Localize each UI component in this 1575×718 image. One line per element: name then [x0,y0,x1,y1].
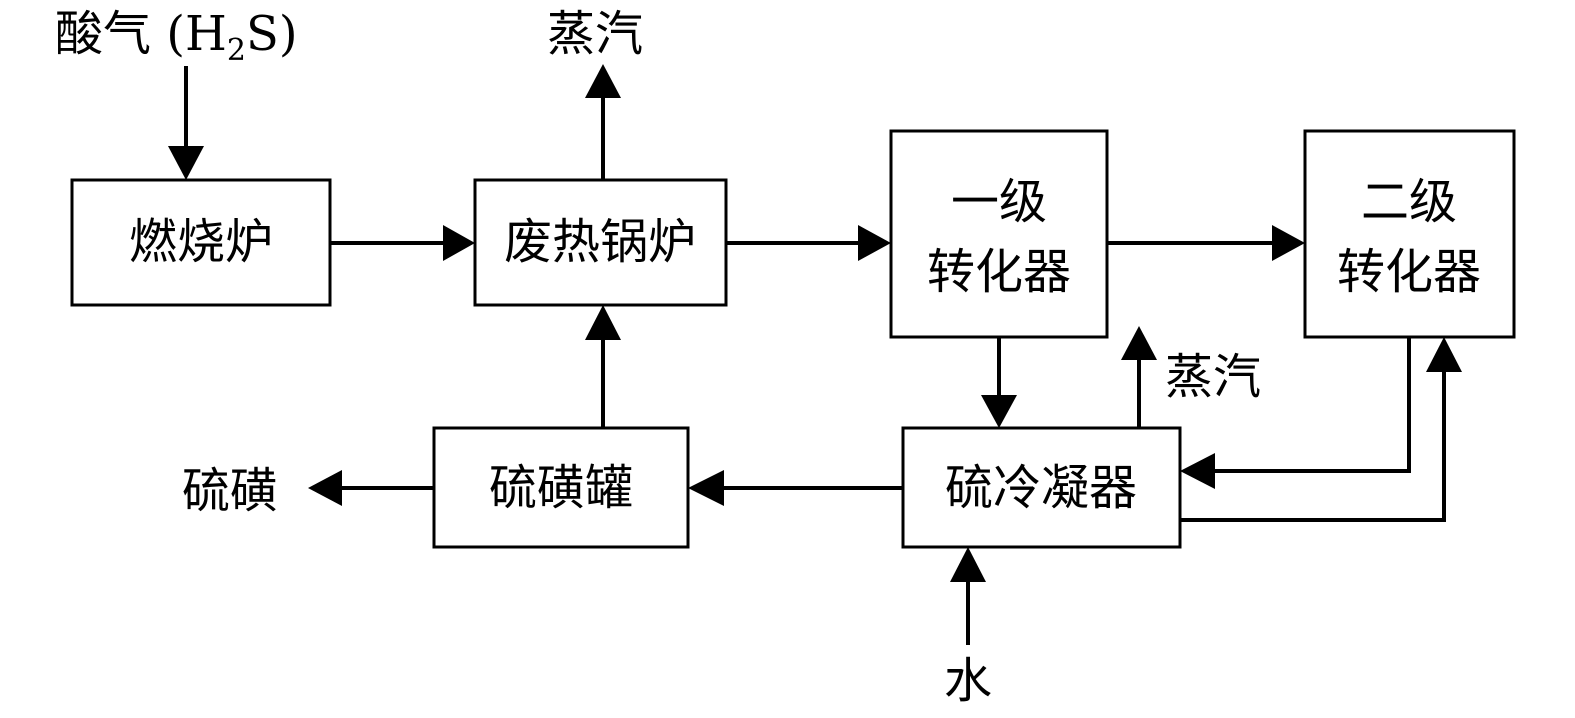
condenser-to-sulfur-tank-arrow [688,470,903,506]
waste-heat-boiler-box [473,178,728,307]
converter-1-box [889,129,1109,339]
waste-heat-boiler-label: 废热锅炉 [504,214,696,270]
furnace-box [70,178,332,307]
converter-2-to-condenser-arrow [1180,337,1411,489]
condenser-to-converter-2-arrow [1180,337,1462,522]
sulfur-tank-label: 硫磺罐 [489,460,633,516]
converter-2-label-line2: 转化器 [1337,244,1481,300]
converter-1-to-condenser-arrow [981,337,1017,428]
boiler-to-converter-1-arrow [726,225,891,261]
converter-1-label-line2: 转化器 [927,244,1071,300]
condenser-to-steam-arrow [1121,326,1157,428]
sulfur-tank-to-sulfur-arrow [308,470,434,506]
sulfur-condenser-unit: 硫冷凝器 [901,426,1182,549]
sulfur-condenser-label: 硫冷凝器 [945,460,1137,516]
waste-heat-boiler-unit: 废热锅炉 [473,178,728,307]
sulfur-output-label: 硫磺 [182,463,278,519]
furnace-label: 燃烧炉 [129,214,273,270]
sulfur-tank-to-boiler-arrow [585,305,621,428]
acid-gas-label: 酸气 (H2S) [55,6,298,68]
boiler-to-steam-arrow [585,64,621,180]
furnace-to-boiler-arrow [330,225,475,261]
converter-2-unit: 二级 转化器 [1303,129,1516,339]
water-to-condenser-arrow [950,547,986,645]
converter-1-label-line1: 一级 [951,174,1047,230]
acid-gas-to-furnace-arrow [168,66,204,180]
converter-2-label-line1: 二级 [1361,174,1457,230]
converter-1-to-converter-2-arrow [1107,225,1305,261]
water-input-label: 水 [944,653,992,709]
converter-1-unit: 一级 转化器 [889,129,1109,339]
sulfur-condenser-box [901,426,1182,549]
sulfur-tank-unit: 硫磺罐 [432,426,690,549]
steam-output-label-top: 蒸汽 [547,6,643,62]
furnace-unit: 燃烧炉 [70,178,332,307]
sulfur-tank-box [432,426,690,549]
converter-2-box [1303,129,1516,339]
steam-output-label-condenser: 蒸汽 [1165,349,1261,405]
